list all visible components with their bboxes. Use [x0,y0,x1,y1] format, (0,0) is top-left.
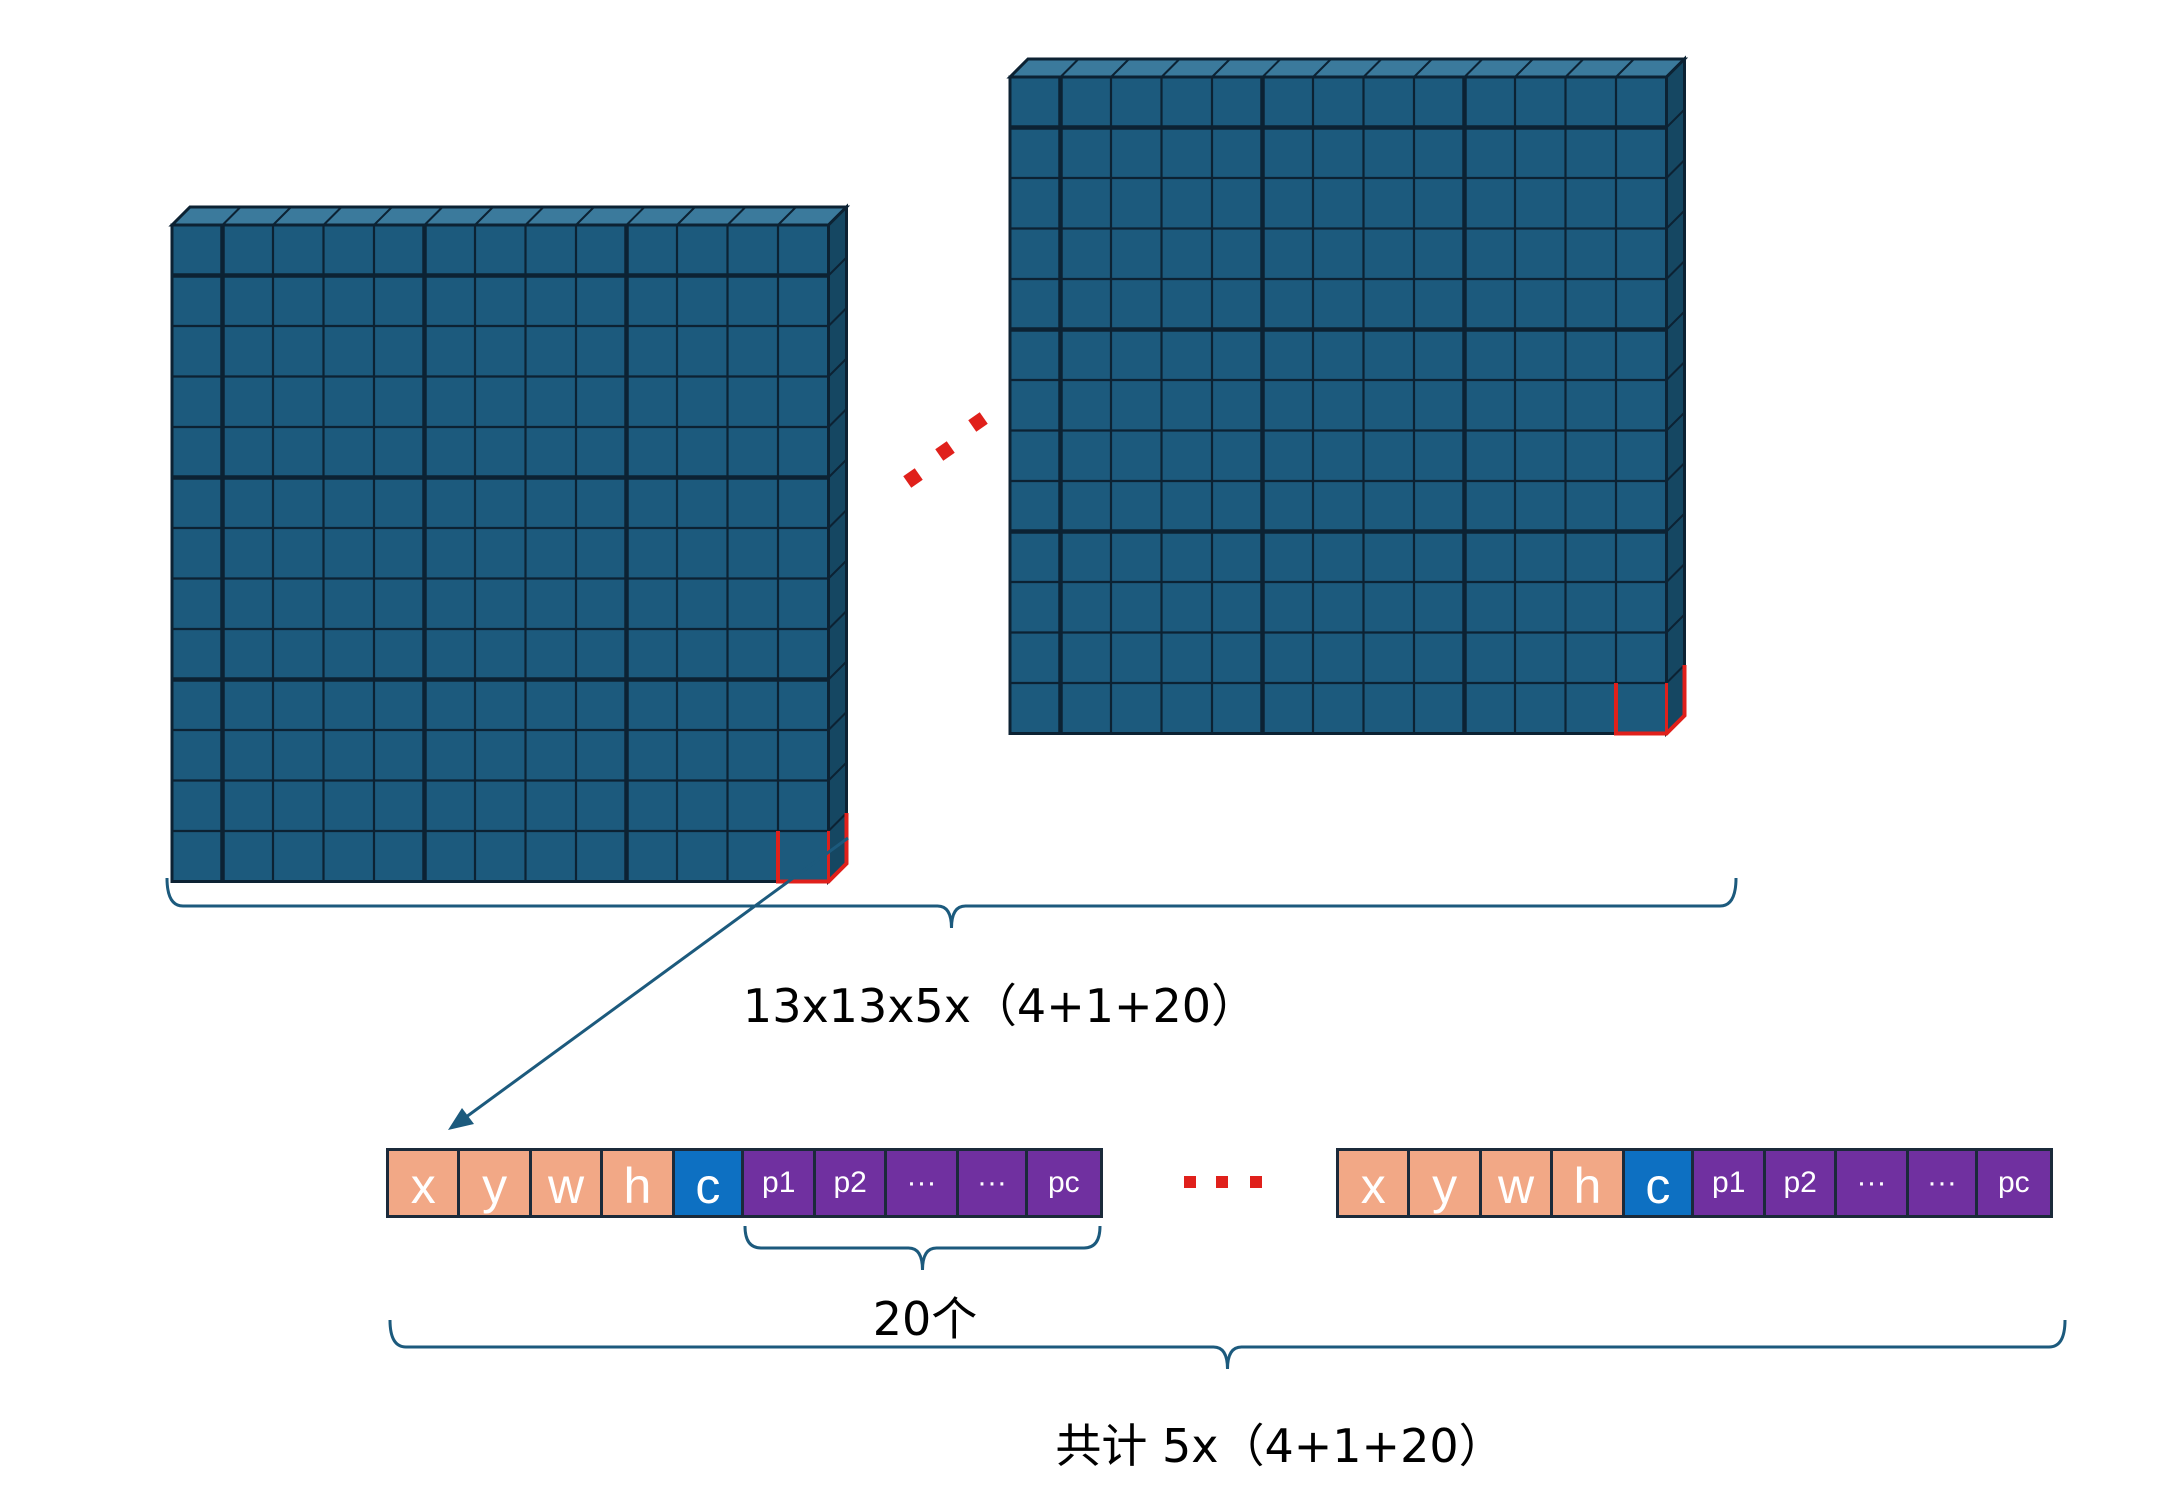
cube-top-division [676,206,696,226]
ellipsis-dot [968,412,988,432]
cube-top-division [1312,58,1332,78]
cube-side-division [827,256,848,277]
vector-cell-class-prob: ··· [1836,1151,1910,1215]
vector-cell-class-prob: p1 [1694,1151,1767,1215]
cube-side-division [827,559,848,580]
ellipsis-dots-vectors [1184,1176,1262,1188]
cube-front-face [1008,75,1668,735]
cube-side-division [1665,260,1686,280]
vector-cell-coord: y [1410,1151,1482,1215]
cube-top-division [575,206,595,226]
cube-side-division [827,408,848,428]
cube-top-division [1463,58,1484,78]
cube-side-division [1665,664,1686,684]
ellipsis-dot [1216,1176,1228,1188]
cube-side-division [827,307,848,327]
cube-top-division [726,206,747,226]
cube-side-division [827,812,848,832]
cube-top-division [221,206,242,226]
cube-side-division [1665,209,1686,230]
arrow-line [461,836,849,1122]
output-tensor-cube-back [1006,55,1689,738]
vector-cell-coord: w [531,1151,604,1215]
braces-group [165,877,2067,1370]
vector-cell-class-prob: p2 [1766,1151,1837,1215]
vector-cell-class-prob: ··· [959,1151,1028,1215]
vector-cell-coord: h [603,1151,675,1215]
cube-side-division [1665,361,1686,381]
cube-top-division [1160,58,1181,78]
brace-total-span [388,1319,2067,1370]
cube-side-division [1665,411,1686,432]
cube-side-division [1665,462,1686,482]
vector-cell-class-prob: pc [1977,1151,2051,1215]
cube-side-division [1665,159,1686,179]
brace-class-probs [743,1225,1102,1271]
vector-cell-conf: c [1624,1151,1695,1215]
cube-top-division [1362,58,1383,78]
cube-side-division [827,761,848,782]
vector-cell-class-prob: ··· [1909,1151,1978,1215]
cube-side-division [1665,310,1686,331]
vector-cell-class-prob: p2 [816,1151,887,1215]
output-tensor-cube-front [168,203,851,886]
cube-top-division [322,206,343,226]
cube-top-division [423,206,444,226]
ellipsis-dot [935,441,955,461]
cube-top-division [777,206,797,226]
vector-cell-class-prob: ··· [886,1151,960,1215]
vector-cell-coord: w [1481,1151,1554,1215]
cube-top-division [272,206,292,226]
vector-cell-coord: x [1339,1151,1411,1215]
arrow-head [448,1108,474,1130]
cube-side-division [1665,108,1686,129]
cube-front-face [170,223,830,883]
vector-cell-coord: y [460,1151,532,1215]
cube-top-division [1413,58,1433,78]
cube-top-face [168,205,851,227]
cube-side-division [827,458,848,479]
cube-top-division [1211,58,1231,78]
cube-top-division [474,206,494,226]
cube-top-division [1615,58,1635,78]
vector-cell-class-prob: p1 [744,1151,817,1215]
ellipsis-dot [903,468,923,488]
cube-side-division [827,610,848,630]
vector-cell-conf: c [674,1151,745,1215]
cube-top-division [1110,58,1130,78]
ellipsis-dots-cubes [903,412,988,488]
grid-dimension-label: 13x13x5x（4+1+20） [742,979,1258,1033]
cube-side-division [1665,613,1686,634]
cube-side-division [827,509,848,529]
total-size-label: 共计 5x（4+1+20） [1055,1419,1505,1473]
cube-side-division [827,711,848,731]
cube-side-division [1665,563,1686,583]
cube-top-division [1261,58,1282,78]
ellipsis-dot [1250,1176,1262,1188]
cube-top-division [524,206,545,226]
vector-cell-coord: x [389,1151,461,1215]
cube-side-division [827,660,848,681]
cube-top-face [1006,57,1689,79]
cube-side-face [827,203,848,886]
class-count-label: 20个 [872,1292,978,1346]
cube-top-division [625,206,646,226]
cube-side-face [1665,55,1686,738]
vector-cell-class-prob: pc [1027,1151,1101,1215]
cube-side-division [827,357,848,378]
cube-top-division [1514,58,1534,78]
cube-top-division [1059,58,1080,78]
cube-top-division [1564,58,1585,78]
cube-top-division [373,206,393,226]
cell-to-vector-arrow [448,836,849,1130]
brace-grid-span [165,877,1738,929]
vector-cell-coord: h [1553,1151,1625,1215]
ellipsis-dot [1184,1176,1196,1188]
cube-side-division [1665,512,1686,533]
